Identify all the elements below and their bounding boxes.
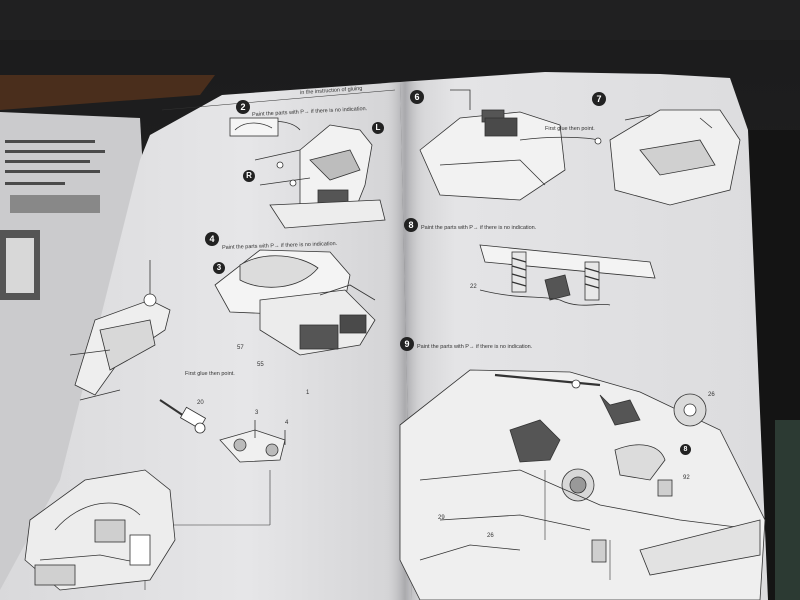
left-first-glue-note: First glue then point. bbox=[185, 371, 235, 377]
step-8-note-tail: if there is no indication. bbox=[480, 225, 537, 231]
part-label-22: 22 bbox=[470, 284, 477, 290]
step-4-badge: 4 bbox=[205, 232, 219, 246]
part-label-29: 29 bbox=[438, 515, 445, 521]
step-8-badge: 8 bbox=[404, 218, 418, 232]
marker-R-badge: R bbox=[243, 170, 255, 182]
part-label-57: 57 bbox=[237, 345, 244, 351]
step-6-first-glue: First glue then point. bbox=[545, 126, 595, 132]
right-page-drawings bbox=[399, 89, 766, 600]
part-label-20: 20 bbox=[197, 400, 204, 406]
step-8-note-en: Paint the parts with P→ bbox=[421, 225, 479, 231]
step-7-badge: 7 bbox=[592, 92, 606, 106]
step-9-note: Paint the parts with P→ if there is no i… bbox=[417, 344, 532, 350]
part-label-55: 55 bbox=[257, 362, 264, 368]
part-label-26b: 26 bbox=[487, 533, 494, 539]
part-label-3: 3 bbox=[255, 410, 259, 416]
part-label-1: 1 bbox=[306, 390, 310, 396]
left-page-drawings bbox=[24, 89, 396, 591]
part-label-26: 26 bbox=[708, 392, 715, 398]
step-8-note: Paint the parts with P→ if there is no i… bbox=[421, 225, 536, 231]
step-3-badge: 3 bbox=[213, 262, 225, 274]
marker-L-badge: L bbox=[372, 122, 384, 134]
step-2-badge: 2 bbox=[236, 100, 250, 114]
part-label-4: 4 bbox=[285, 420, 289, 426]
step-9-note-tail: if there is no indication. bbox=[476, 344, 533, 350]
step-9-badge: 9 bbox=[400, 337, 414, 351]
left-edge-text bbox=[0, 140, 105, 300]
step-6-badge: 6 bbox=[410, 90, 424, 104]
step-9-note-en: Paint the parts with P→ bbox=[417, 344, 475, 350]
part-badge-8: 8 bbox=[680, 444, 691, 455]
part-label-92: 92 bbox=[683, 475, 690, 481]
